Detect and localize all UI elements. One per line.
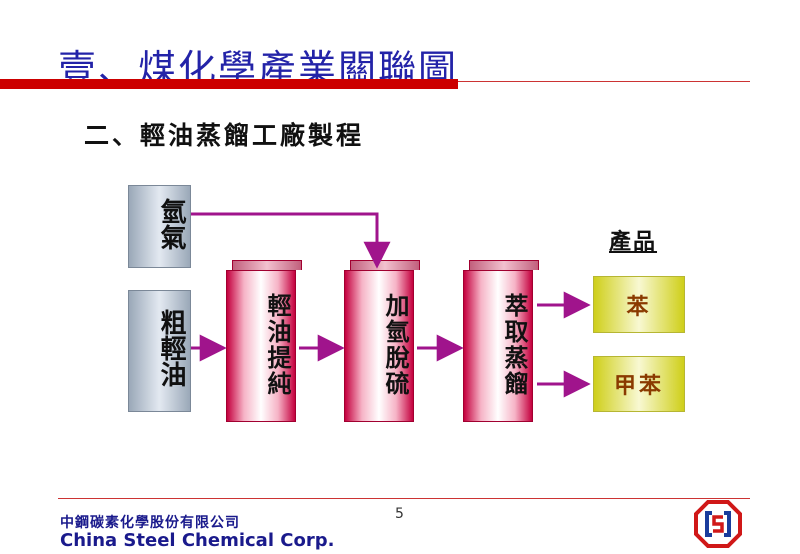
- hydrogen-input-box: 氫氣: [128, 185, 191, 268]
- process-2-label: 加氫脫硫: [381, 293, 410, 397]
- company-name-chinese: 中鋼碳素化學股份有限公司: [60, 515, 240, 531]
- product-toluene: 甲苯: [593, 356, 685, 412]
- process-light-oil-refining: 輕油提純: [226, 270, 296, 422]
- arrow-hydrogen-to-hydrodesulfurization: [191, 212, 391, 269]
- process-1-label: 輕油提純: [263, 293, 292, 397]
- process-3-top: [469, 260, 539, 270]
- crude-light-oil-input-box: 粗輕油: [128, 290, 191, 412]
- process-1-top: [232, 260, 302, 270]
- title-underline-bar: [0, 79, 458, 89]
- company-logo-icon: [694, 500, 742, 548]
- crude-light-oil-label: 粗輕油: [156, 309, 186, 387]
- section-subtitle: 二、輕油蒸餾工廠製程: [84, 121, 365, 150]
- footer-divider: [58, 498, 750, 499]
- company-name-english: China Steel Chemical Corp.: [60, 530, 335, 551]
- process-hydrodesulfurization: 加氫脫硫: [344, 270, 414, 422]
- page-number: 5: [395, 506, 404, 522]
- products-heading: 產品: [609, 229, 658, 255]
- process-3-label: 萃取蒸餾: [500, 293, 529, 397]
- title-underline-line: [458, 81, 750, 82]
- hydrogen-label: 氫氣: [156, 198, 186, 250]
- process-extractive-distillation: 萃取蒸餾: [463, 270, 533, 422]
- product-benzene: 苯: [593, 276, 685, 333]
